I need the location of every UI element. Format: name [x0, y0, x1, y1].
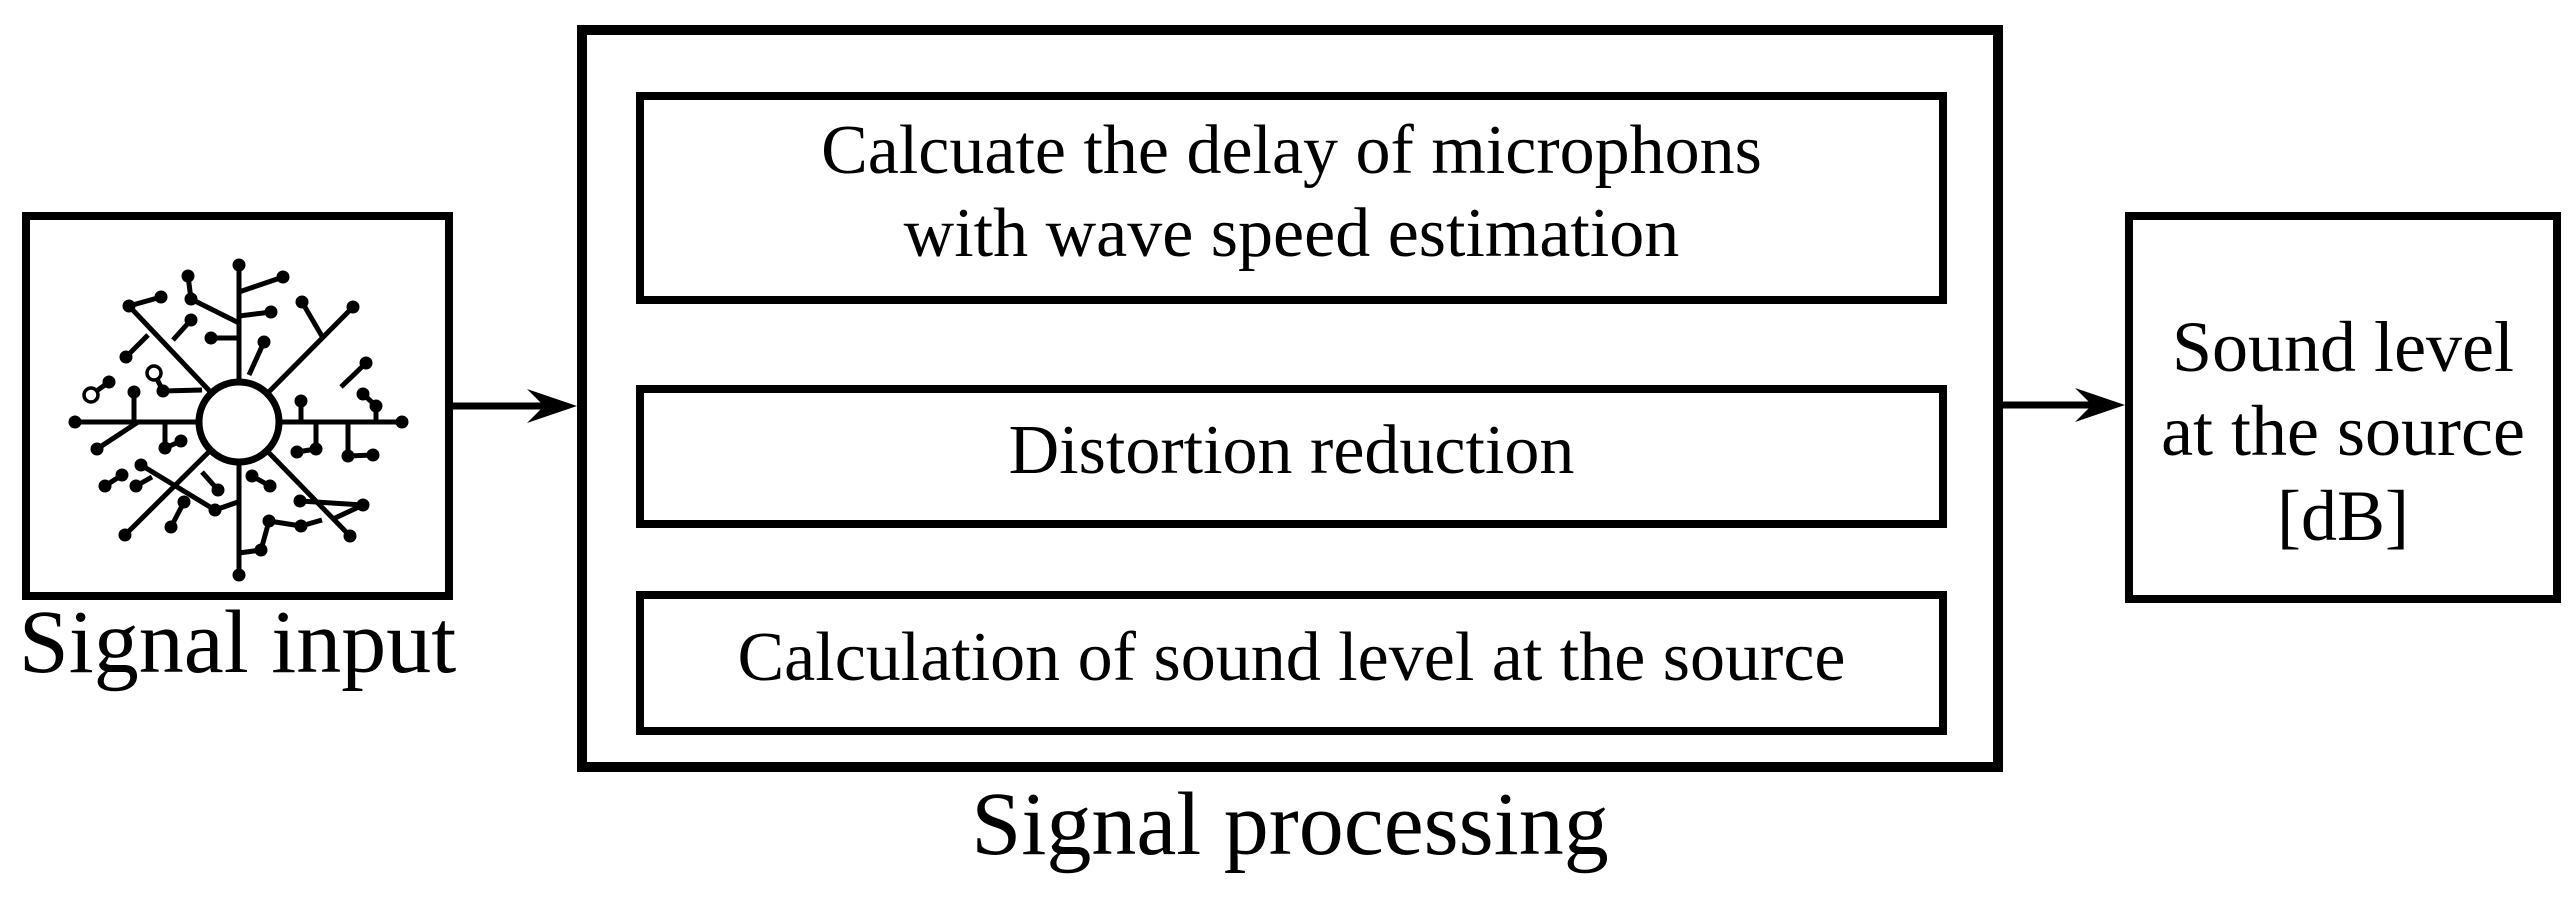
arrow-input-to-processing — [453, 389, 577, 423]
step-distortion-reduction-label: Distortion reduction — [1008, 412, 1575, 490]
signal-processing-label: Signal processing — [971, 775, 1609, 874]
arrow-processing-to-output — [2003, 388, 2125, 422]
signal-input-box — [22, 212, 453, 600]
step-calculate-delay-box: Calcuate the delay of microphons with wa… — [636, 92, 1947, 304]
step-sound-level-calculation-label: Calculation of sound level at the source — [737, 618, 1846, 696]
microphone-array-icon — [68, 258, 409, 582]
sound-level-output-box: Sound level at the source [dB] — [2125, 212, 2561, 603]
step-distortion-reduction-box: Distortion reduction — [636, 385, 1947, 528]
output-line1: Sound level — [2172, 307, 2514, 388]
step-sound-level-calculation-box: Calculation of sound level at the source — [636, 591, 1947, 735]
step-calculate-delay-line1: Calcuate the delay of microphons — [821, 112, 1762, 190]
step-calculate-delay-line2: with wave speed estimation — [903, 195, 1680, 272]
signal-input-label: Signal input — [18, 593, 457, 692]
output-line3: [dB] — [2277, 475, 2409, 556]
output-line2: at the source — [2161, 391, 2525, 472]
